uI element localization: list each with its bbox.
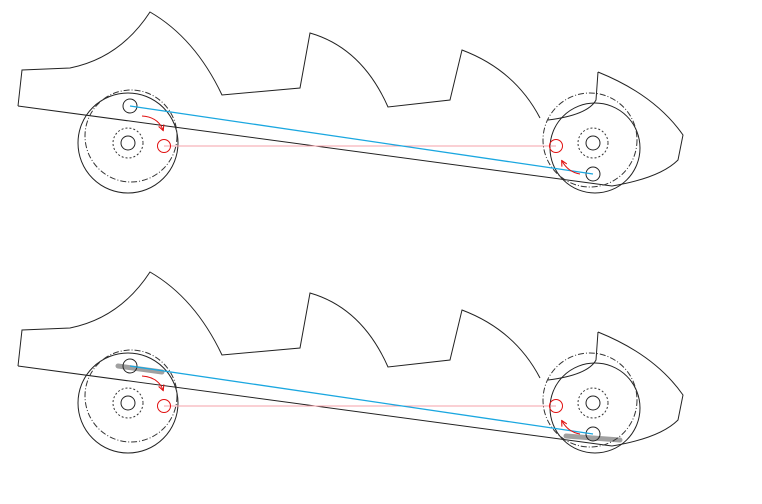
link-line	[129, 105, 594, 175]
red-marker-right	[549, 399, 563, 413]
red-marker-left	[157, 139, 171, 153]
rotation-arrow-left-icon	[141, 375, 163, 390]
slot-right	[563, 433, 623, 443]
frame-outline	[17, 271, 684, 454]
rotation-arrow-left-icon	[141, 115, 163, 130]
diagram-bottom	[17, 271, 684, 454]
red-marker-right	[549, 139, 563, 153]
rotation-arrow-right-icon	[562, 421, 581, 435]
rotation-arrow-right-icon	[562, 161, 581, 175]
slot-left	[115, 363, 165, 375]
diagram-top	[17, 11, 684, 194]
red-marker-left	[157, 399, 171, 413]
link-line	[129, 365, 594, 435]
frame-outline	[17, 11, 684, 194]
